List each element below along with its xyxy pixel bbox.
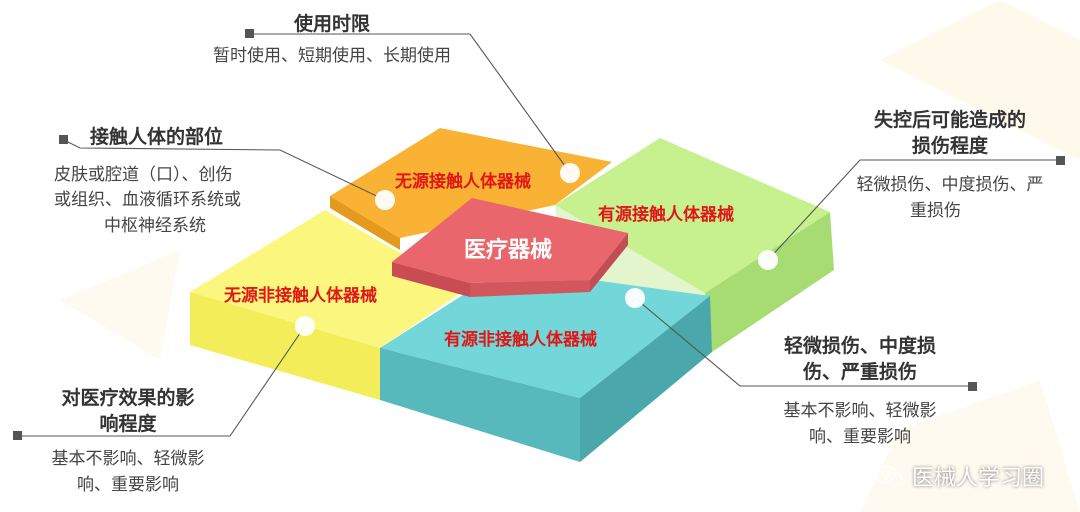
callout-effect-title-line1: 对医疗效果的影 [61,387,195,409]
center-label: 医疗器械 [464,237,552,263]
callout-effect-body-line2: 响、重要影响 [77,474,179,495]
callout-effect-body-line1: 基本不影响、轻微影 [51,449,205,470]
callout-loss-control-body-line1: 轻微损伤、中度损伤、严 [856,175,1044,196]
callout-body-site-line3: 中枢神经系统 [104,215,206,236]
tile-medical-device [392,198,628,297]
callout-injury-body-line1: 基本不影响、轻微影 [783,401,937,422]
callout-body-site-line2: 或组织、血液循环系统或 [54,190,241,211]
callout-duration-title: 使用时限 [293,13,370,35]
tile-label-right: 有源接触人体器械 [598,204,734,225]
callout-body-site-title: 接触人体的部位 [90,126,224,148]
wechat-icon [874,465,903,487]
anchor-dots [295,163,778,336]
callout-effect-title-line2: 响程度 [99,412,157,435]
callout-duration: 使用时限 暂时使用、短期使用、长期使用 [182,12,482,69]
tile-passive-contact [330,128,612,250]
callout-injury: 轻微损伤、中度损 伤、严重损伤 基本不影响、轻微影 响、重要影响 [760,334,960,450]
callout-body-site-line1: 皮肤或腔道（口）、创伤 [54,164,233,185]
callout-body-site: 接触人体的部位 皮肤或腔道（口）、创伤 或组织、血液循环系统或 中枢神经系统 [54,125,304,239]
callout-loss-control-title-line1: 失控后可能造成的 [873,109,1026,131]
callout-injury-title-line2: 伤、严重损伤 [802,360,917,383]
callout-injury-body-line2: 响、重要影响 [809,426,911,447]
callout-duration-body: 暂时使用、短期使用、长期使用 [213,45,451,66]
callout-effect: 对医疗效果的影 响程度 基本不影响、轻微影 响、重要影响 [28,386,228,498]
tile-label-top: 无源接触人体器械 [394,171,531,192]
watermark-text: 医械人学习圈 [911,466,1044,491]
callout-loss-control-title-line2: 损伤程度 [911,134,988,157]
tile-label-bottom: 有源非接触人体器械 [444,329,597,350]
leader-lines [18,33,1060,437]
leader-markers [13,29,1065,440]
watermark: 医械人学习圈 [874,460,1044,492]
callout-loss-control-body-line2: 重损伤 [910,200,961,221]
tile-label-left: 无源非接触人体器械 [223,285,377,306]
callout-loss-control: 失控后可能造成的 损伤程度 轻微损伤、中度损伤、严 重损伤 [830,108,1070,224]
callout-injury-title-line1: 轻微损伤、中度损 [783,335,936,357]
